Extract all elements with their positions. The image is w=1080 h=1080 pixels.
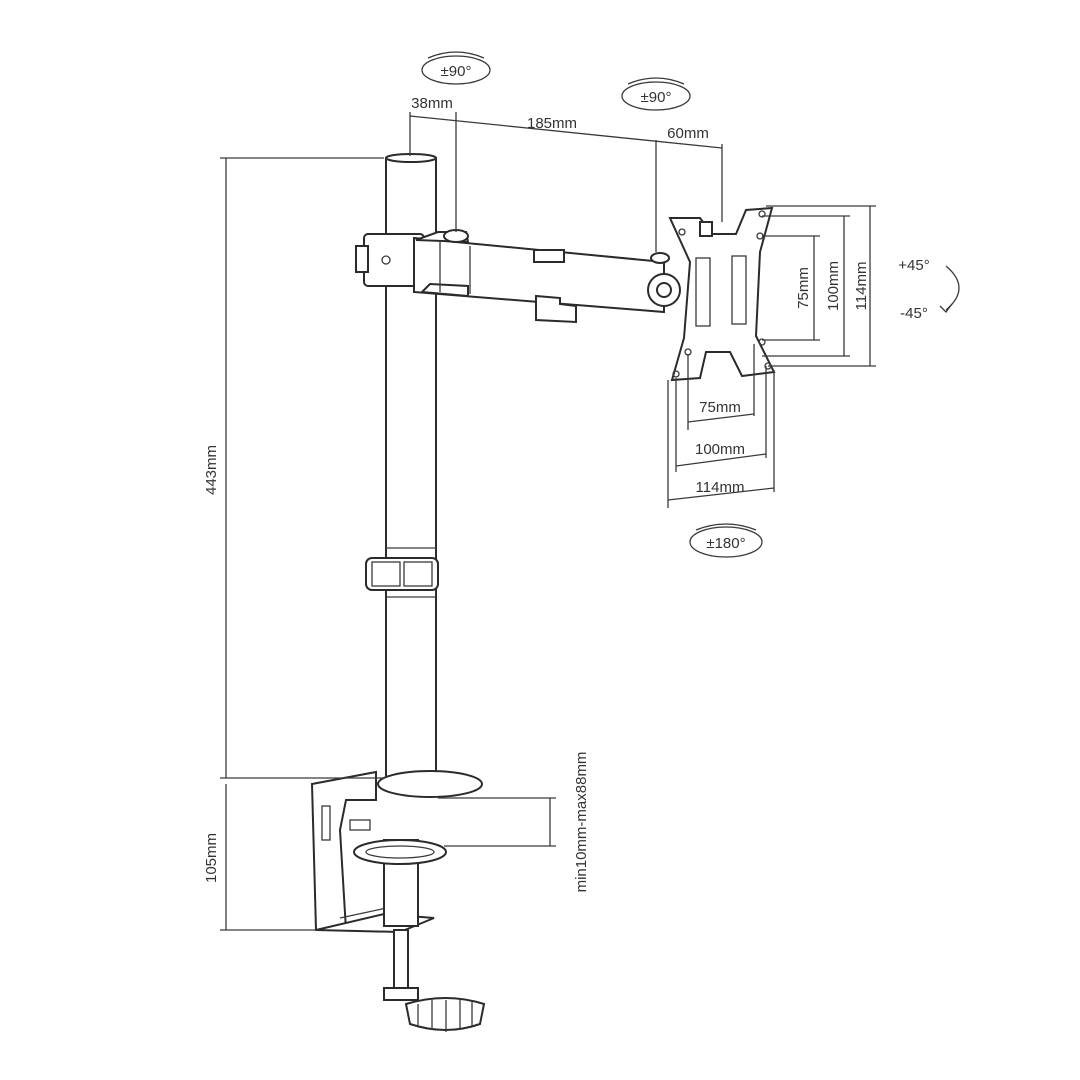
tilt-up-label: +45°: [898, 257, 929, 274]
rotation-badge-arm: ±90°: [421, 51, 491, 85]
arm-swivel-label: ±90°: [441, 63, 472, 80]
dim-38mm: 38mm: [411, 95, 453, 112]
arm-collar: [355, 233, 425, 287]
dim-v-114mm: 114mm: [853, 262, 870, 311]
dimension-lines: [220, 112, 876, 931]
clamp: [310, 770, 486, 1032]
height-collar: [365, 557, 439, 591]
dimension-labels: 38mm 185mm 60mm 443mm 105mm min10mm-max8…: [203, 95, 870, 892]
tilt-indicator: +45° -45°: [898, 257, 960, 322]
rotation-badge-rotate: ±180°: [689, 523, 763, 558]
dim-h-114mm: 114mm: [696, 479, 745, 496]
vesa-plate: [647, 206, 776, 382]
dim-v-100mm: 100mm: [825, 261, 842, 311]
dim-60mm: 60mm: [667, 125, 709, 142]
head-swivel-label: ±90°: [641, 89, 672, 106]
dim-clamp-range: min10mm-max88mm: [573, 752, 590, 893]
dim-h-100mm: 100mm: [695, 441, 745, 458]
dim-443mm: 443mm: [203, 445, 220, 495]
rotation-badge-head: ±90°: [621, 77, 691, 111]
dim-105mm: 105mm: [203, 833, 220, 883]
dim-h-75mm: 75mm: [699, 399, 741, 416]
dim-v-75mm: 75mm: [795, 267, 812, 309]
tilt-down-label: -45°: [900, 305, 928, 322]
arm: [413, 229, 670, 324]
dim-185mm: 185mm: [527, 115, 577, 132]
rotate-label: ±180°: [706, 535, 745, 552]
